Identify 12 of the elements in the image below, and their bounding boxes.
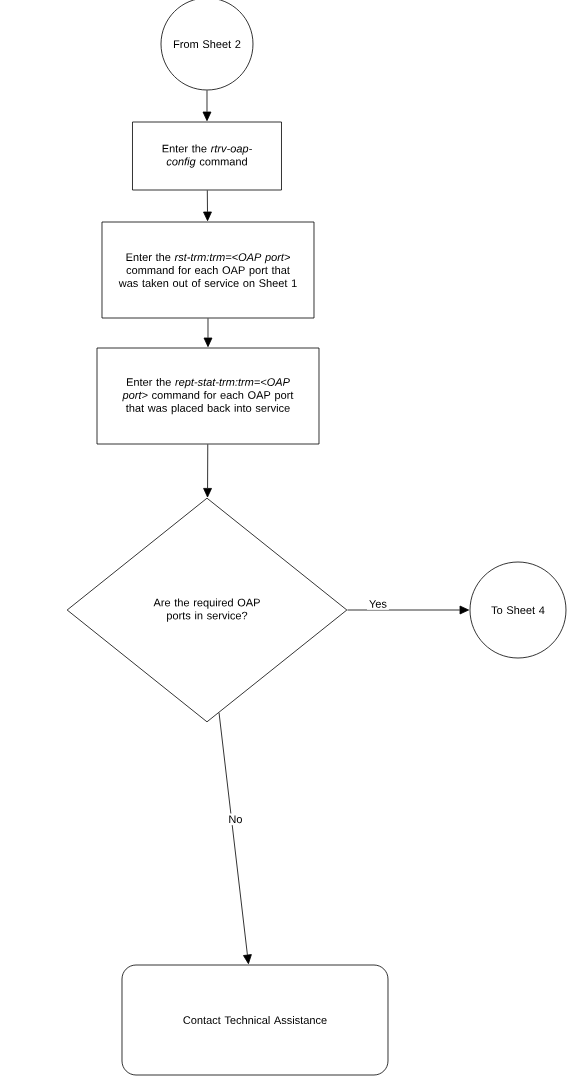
arrow — [347, 605, 469, 615]
process-box: Enter the rtrv-oap-config command — [132, 121, 282, 191]
arrow — [203, 318, 213, 348]
arrow — [218, 712, 252, 965]
edge-label: No — [226, 813, 245, 826]
process-box: Enter the rst-trm:trm=<OAP port> command for each OAP port that was taken out of service on Sheet 1 — [101, 221, 315, 319]
edge-label: Yes — [366, 598, 389, 610]
arrow — [203, 190, 212, 222]
process-box: Enter the rept-stat-trm:trm=<OAP port> command for each OAP port that was placed back into service — [96, 347, 320, 445]
terminal-box: Contact Technical Assistance — [121, 964, 389, 1076]
arrow — [203, 444, 212, 498]
arrow — [202, 90, 212, 122]
